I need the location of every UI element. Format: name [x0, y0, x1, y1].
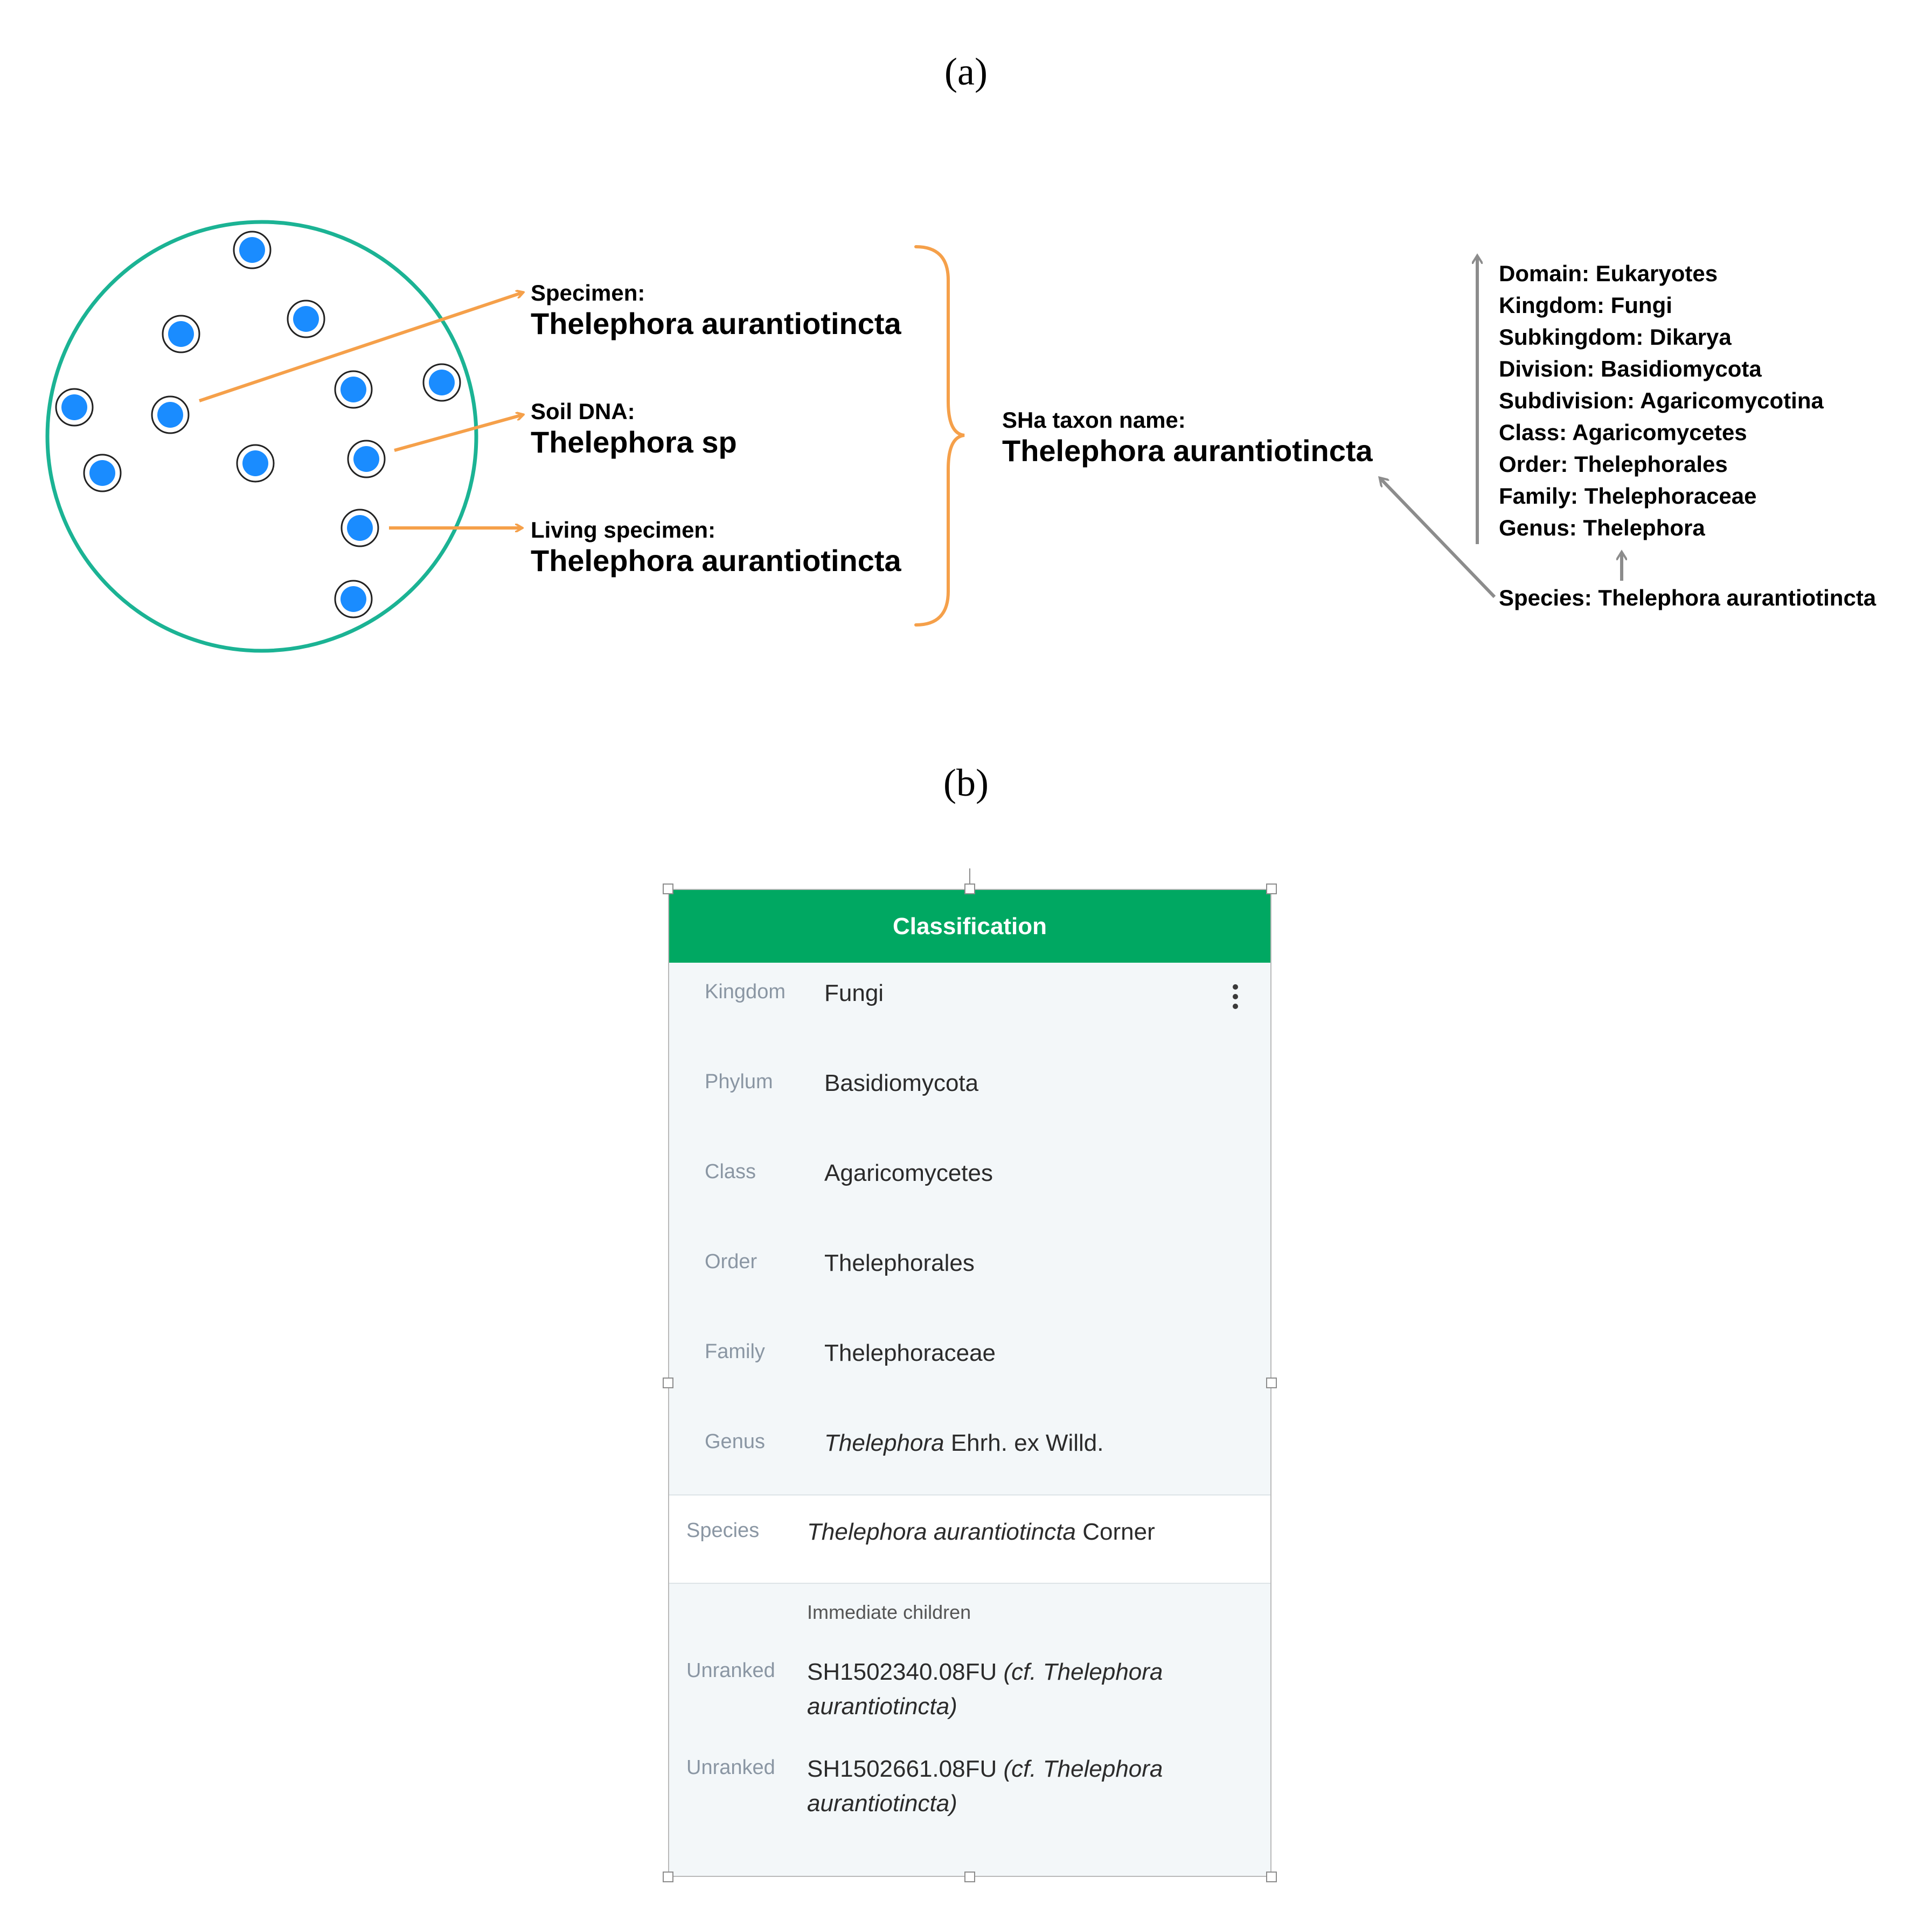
arrow-soil-dna	[394, 415, 523, 452]
species-value[interactable]: Thelephora aurantiotincta Corner	[807, 1515, 1155, 1549]
specimen-dots	[55, 231, 461, 618]
specimen-dot	[236, 444, 275, 483]
arrow-specimen	[199, 293, 523, 402]
rank-label: Genus	[705, 1430, 765, 1453]
hierarchy-genus: Genus: Thelephora	[1499, 515, 1705, 540]
child-code: SH1502661.08FU	[807, 1756, 1004, 1782]
source-soil-dna: Soil DNA: Thelephora sp	[531, 399, 737, 460]
rank-label: Family	[705, 1340, 765, 1363]
resize-handle-top[interactable]	[964, 884, 975, 894]
resize-handle-bottom-right[interactable]	[1266, 1872, 1277, 1882]
specimen-dot	[287, 300, 325, 338]
arrow-species-to-sha	[1380, 478, 1496, 599]
hierarchy-subkingdom: Subkingdom: Dikarya	[1499, 324, 1732, 350]
taxonomy-hierarchy: Domain: Eukaryotes Kingdom: Fungi Subkin…	[1499, 258, 1824, 544]
source-caption: Living specimen:	[531, 517, 716, 542]
hierarchy-kingdom: Kingdom: Fungi	[1499, 293, 1672, 318]
child-name-line1: (cf. Thelephora	[1003, 1659, 1163, 1685]
source-name: Thelephora aurantiotincta	[531, 307, 901, 340]
specimen-dot	[347, 440, 386, 478]
rank-label: Class	[705, 1160, 756, 1183]
specimen-dot	[55, 388, 94, 427]
resize-handle-bottom-left[interactable]	[663, 1872, 673, 1882]
child-code: SH1502340.08FU	[807, 1659, 1004, 1685]
panel-a-label: (a)	[944, 50, 988, 93]
source-caption: Soil DNA:	[531, 399, 635, 424]
children-heading: Immediate children	[807, 1601, 971, 1623]
rank-label: Species	[686, 1519, 760, 1542]
panel-b-label: (b)	[943, 761, 989, 804]
specimen-dot	[340, 509, 379, 547]
hierarchy-species: Species: Thelephora aurantiotincta	[1499, 585, 1877, 610]
source-name: Thelephora aurantiotincta	[531, 544, 901, 578]
species-row: Species Thelephora aurantiotincta Corner	[669, 1494, 1270, 1584]
rank-label: Phylum	[705, 1070, 773, 1093]
rank-label: Kingdom	[705, 980, 786, 1003]
specimen-dot	[334, 580, 373, 618]
specimen-dot	[233, 231, 272, 269]
child-value[interactable]: SH1502661.08FU (cf. Thelephora aurantiot…	[807, 1752, 1163, 1821]
rank-value[interactable]: Thelephora Ehrh. ex Willd.	[824, 1426, 1103, 1460]
child-value[interactable]: SH1502340.08FU (cf. Thelephora aurantiot…	[807, 1655, 1163, 1724]
specimen-dot	[422, 363, 461, 402]
sha-name: Thelephora aurantiotincta	[1002, 434, 1373, 468]
specimen-dot	[162, 315, 200, 353]
more-options-icon[interactable]	[1233, 984, 1238, 1013]
hierarchy-subdivision: Subdivision: Agaricomycotina	[1499, 388, 1824, 413]
rank-value[interactable]: Thelephorales	[824, 1250, 975, 1276]
grouping-brace	[914, 245, 965, 627]
rotate-handle-stem	[969, 868, 970, 887]
specimen-dot	[334, 370, 373, 409]
genus-authority: Ehrh. ex Willd.	[944, 1430, 1104, 1456]
sha-caption: SHa taxon name:	[1002, 407, 1186, 433]
rank-label: Order	[705, 1250, 757, 1273]
species-name: Thelephora aurantiotincta	[807, 1519, 1076, 1545]
species-authority: Corner	[1076, 1519, 1155, 1545]
resize-handle-left[interactable]	[663, 1378, 673, 1388]
specimen-dot	[151, 395, 190, 434]
child-name-line1: (cf. Thelephora	[1003, 1756, 1163, 1782]
hierarchy-division: Division: Basidiomycota	[1499, 356, 1762, 381]
sample-circle	[45, 220, 478, 653]
hierarchy-family: Family: Thelephoraceae	[1499, 483, 1757, 509]
sha-taxon: SHa taxon name: Thelephora aurantiotinct…	[1002, 407, 1373, 468]
resize-handle-top-right[interactable]	[1266, 884, 1277, 894]
resize-handle-right[interactable]	[1266, 1378, 1277, 1388]
rank-label: Unranked	[686, 1756, 775, 1779]
hierarchy-domain: Domain: Eukaryotes	[1499, 261, 1718, 286]
child-name-line2: aurantiotincta)	[807, 1790, 957, 1817]
rank-value[interactable]: Agaricomycetes	[824, 1160, 993, 1186]
genus-name: Thelephora	[824, 1430, 944, 1456]
rank-label: Unranked	[686, 1659, 775, 1682]
card-header: Classification	[669, 890, 1270, 963]
panel-a-graphics	[45, 220, 1932, 653]
hierarchy-order: Order: Thelephorales	[1499, 451, 1728, 477]
source-specimen: Specimen: Thelephora aurantiotincta	[531, 280, 901, 341]
resize-handle-bottom[interactable]	[964, 1872, 975, 1882]
child-name-line2: aurantiotincta)	[807, 1693, 957, 1720]
specimen-dot	[83, 454, 122, 492]
rank-value[interactable]: Basidiomycota	[824, 1070, 979, 1096]
classification-card: Classification Kingdom Fungi Phylum Basi…	[668, 889, 1271, 1877]
rank-value[interactable]: Thelephoraceae	[824, 1340, 996, 1366]
source-name: Thelephora sp	[531, 425, 737, 459]
resize-handle-top-left[interactable]	[663, 884, 673, 894]
source-caption: Specimen:	[531, 280, 645, 305]
rank-value[interactable]: Fungi	[824, 980, 884, 1006]
source-living-specimen: Living specimen: Thelephora aurantiotinc…	[531, 517, 901, 578]
hierarchy-class: Class: Agaricomycetes	[1499, 420, 1747, 445]
